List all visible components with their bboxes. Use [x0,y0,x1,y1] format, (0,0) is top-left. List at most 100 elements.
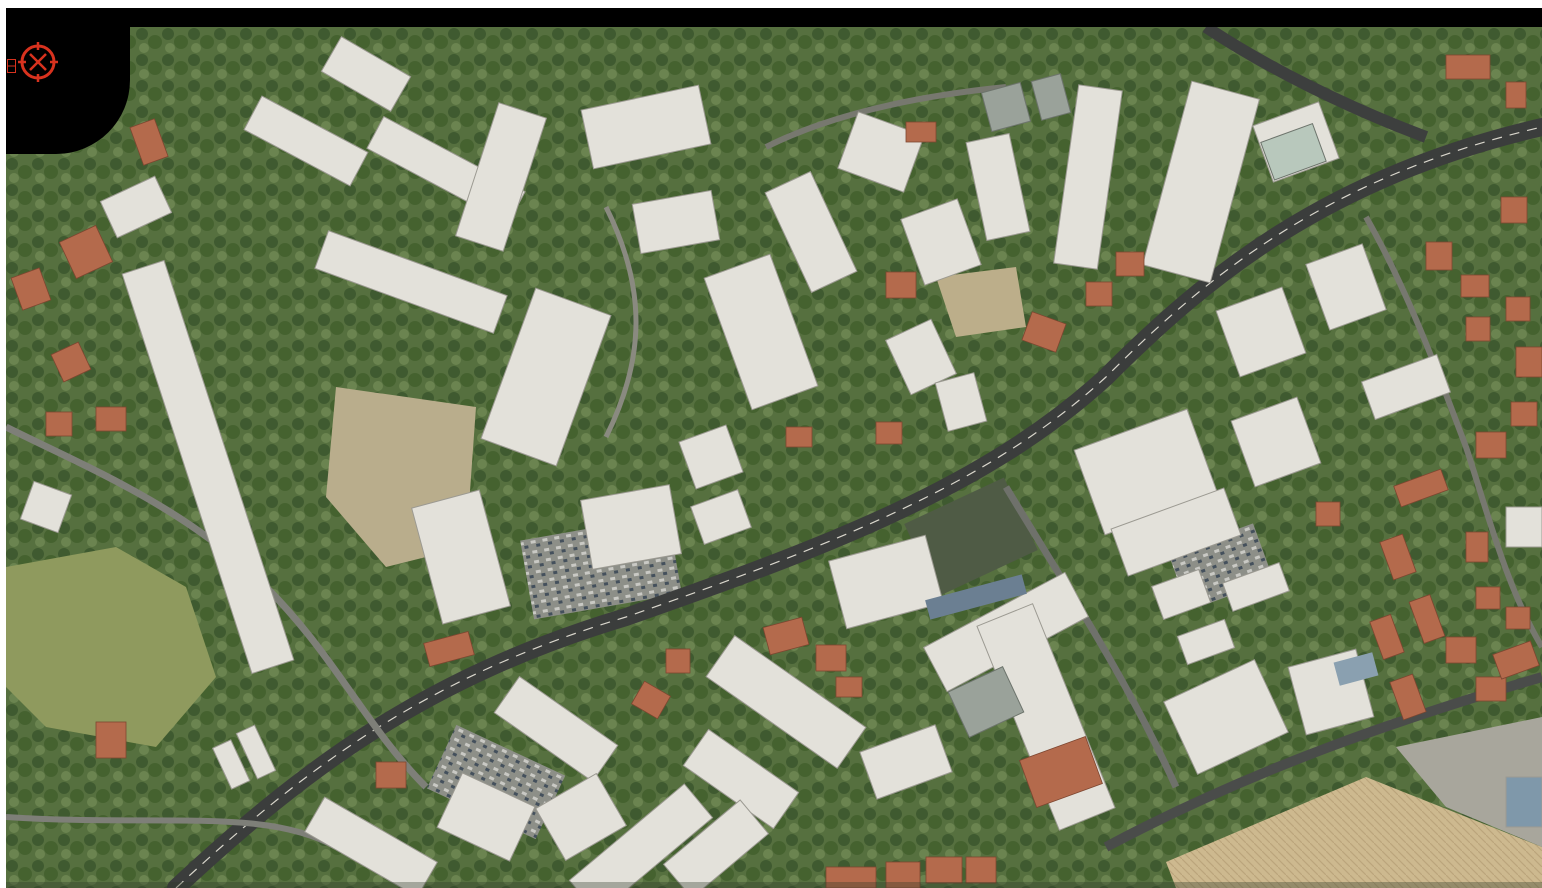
building [1230,396,1322,488]
house [925,856,963,884]
building [1305,243,1387,331]
house [1445,54,1491,80]
local-road [1002,485,1180,789]
house [1510,401,1538,427]
building [837,111,925,193]
house [95,721,127,759]
building [662,799,770,888]
building [1151,568,1212,621]
house [1475,431,1507,459]
building [99,175,173,239]
house [95,406,127,432]
house [825,866,877,888]
house [50,341,92,383]
building [1053,84,1123,270]
building [1222,562,1290,612]
building [411,489,511,625]
house [1492,640,1540,680]
house [1019,736,1103,808]
house [1460,274,1490,298]
building [493,675,619,783]
house [45,411,73,437]
local-road [603,205,639,439]
building [690,489,752,545]
building [480,287,612,467]
building [682,728,800,830]
building [1030,73,1072,121]
compass-target-icon[interactable] [18,42,58,82]
building [631,189,721,255]
panel-handle-icon[interactable] [7,58,16,73]
building [211,739,251,790]
house [1085,281,1113,307]
aerial-map[interactable] [6,27,1542,888]
building [1176,618,1236,666]
house [1379,533,1417,581]
house [785,426,813,448]
house [10,267,52,311]
secondary-road [1202,27,1429,143]
building [580,484,682,570]
building [828,534,944,630]
building [19,480,73,534]
house [1505,606,1531,630]
house [1475,586,1501,610]
house [885,271,917,299]
aerial-map-canvas[interactable] [6,27,1542,888]
house [1500,196,1528,224]
house [1505,296,1531,322]
house [630,680,672,720]
house [1315,501,1341,527]
top-bar [6,8,1542,27]
building [314,230,508,334]
building [1163,658,1289,776]
house [762,616,810,656]
building [1110,487,1242,577]
house [1505,81,1527,109]
solar-panel-array [1333,652,1379,686]
building [705,634,867,770]
building [1215,286,1307,378]
house [1515,346,1542,378]
buildings-gray [947,73,1327,739]
house [875,421,903,445]
house [835,676,863,698]
local-road [6,814,338,850]
house [1021,311,1067,353]
solar-panel-array [925,574,1027,620]
building [884,318,958,396]
building [900,198,982,286]
building [121,259,295,675]
building [947,665,1025,739]
farm-field [1166,777,1542,888]
building [1505,776,1542,828]
house [1369,613,1405,661]
house [885,861,921,888]
house [815,644,847,672]
local-road [764,84,1007,150]
house [1425,241,1453,271]
building [678,424,744,490]
house [1408,594,1446,644]
building [304,796,438,888]
house [1115,251,1145,277]
building [859,724,953,800]
building [454,102,548,252]
house [665,648,691,674]
garden-plots [6,547,216,747]
building [436,772,536,862]
building [235,724,277,780]
house [1445,636,1477,664]
open-ground-patch [936,267,1026,337]
building [703,253,819,411]
buildings-large [19,35,1542,888]
main-road [167,118,1542,888]
house [965,856,997,884]
building [1260,122,1327,181]
house [423,630,475,668]
houses-tile-roof [10,54,1542,888]
house [58,224,114,280]
house [1465,531,1489,563]
building [320,35,412,113]
